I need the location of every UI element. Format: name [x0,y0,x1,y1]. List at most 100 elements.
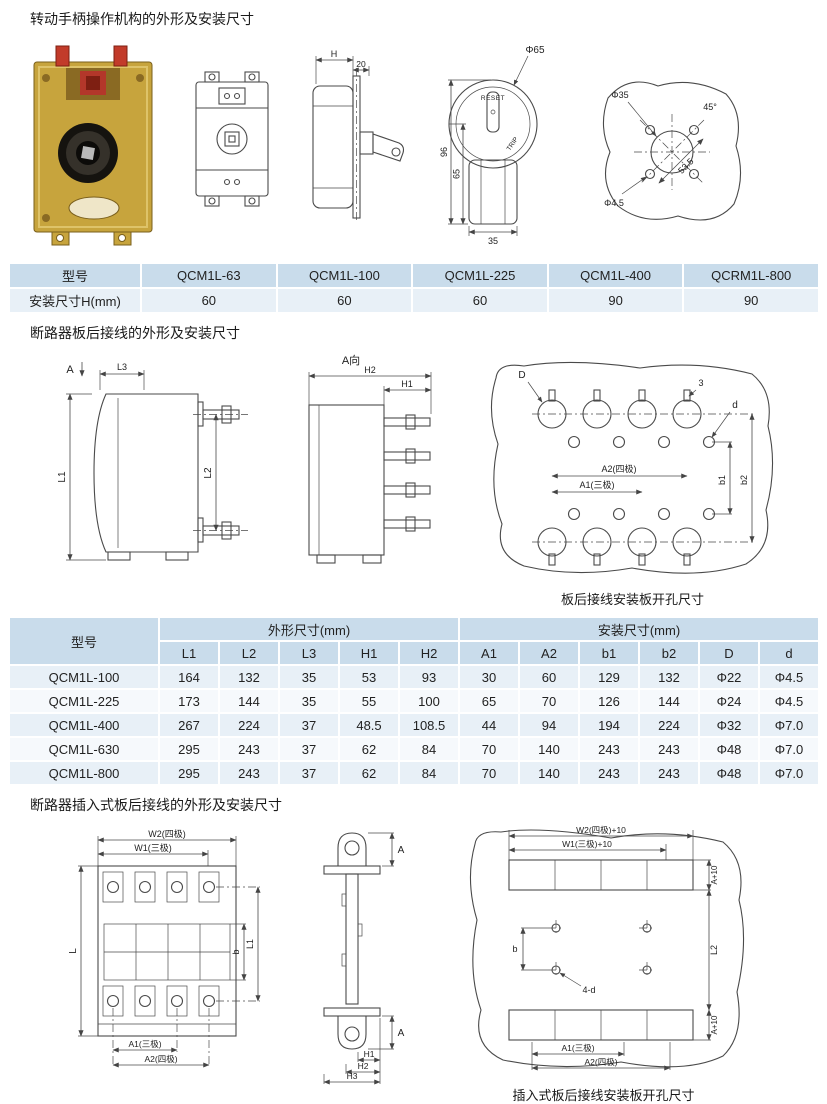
dim-label-A-plus10-top: A+10 [710,865,719,884]
table-row: 型号 外形尺寸(mm) 安装尺寸(mm) [8,616,820,666]
dim-label-65: 65 [452,169,462,179]
table-header-cell: A2 [518,640,580,666]
table-cell: 62 [338,760,400,786]
table-cell: 35 [278,688,340,714]
table-cell: Φ7.0 [758,760,820,786]
table-cell: 37 [278,760,340,786]
dim-label-3: 3 [698,378,703,388]
table-row: QCM1L-225 173 144 35 55 100 65 70 126 14… [8,688,820,714]
table-cell: 60 [140,287,278,314]
table-cell: 132 [638,664,700,690]
table-header-cell: QCM1L-100 [275,262,414,289]
table-cell: QCM1L-630 [8,736,160,762]
table-cell: 140 [518,736,580,762]
dim-label-W2-plus10: W2(四极)+10 [576,825,626,835]
table-cell: Φ4.5 [758,688,820,714]
table-row: QCM1L-400 267 224 37 48.5 108.5 44 94 19… [8,712,820,738]
dim-label-A1: A1(三极) [128,1039,161,1049]
table-row: L1 L2 L3 H1 H2 A1 A2 b1 b2 D d [9,640,820,666]
table-cell: 243 [638,760,700,786]
dim-label-W1: W1(三极) [134,842,172,853]
dim-label-b1: b1 [717,475,727,485]
section3-drawings: W2(四极) W1(三极) L b L1 A1(三极) A2(四极) [0,818,827,1104]
table-cell: 60 [518,664,580,690]
plugin-front-view-drawing: W2(四极) W1(三极) L b L1 A1(三极) A2(四极) [68,828,261,1068]
handle-mechanism-table: 型号 QCM1L-63 QCM1L-100 QCM1L-225 QCM1L-40… [8,262,820,314]
dim-label-D: D [518,370,525,381]
rear-view-outline [308,372,432,564]
handle-mechanism-photo [33,45,153,246]
side-view-outline [312,56,405,222]
table-header-cell: 型号 [8,616,160,666]
section2-title: 断路器板后接线的外形及安装尺寸 [30,325,240,341]
plugin-template-block: W2(四极)+10 W1(三极)+10 A+10 b 4-d L2 A+10 A… [461,820,746,1104]
section-label-A: A [66,364,74,376]
table-cell: 84 [398,760,460,786]
table-row: 安装尺寸H(mm) 60 60 60 90 90 [8,287,820,314]
handle-face-view-drawing: Φ65 RESET TRIP 96 65 35 [439,45,545,246]
dim-label-A1: A1(三极) [561,1043,594,1053]
table-cell: Φ48 [698,736,760,762]
view-label-A: A向 [342,353,360,367]
dim-label-W1-plus10: W1(三极)+10 [562,839,612,849]
dim-label-phi65: Φ65 [525,45,545,56]
table-cell: Φ22 [698,664,760,690]
table-header-cell: H1 [338,640,400,666]
dim-label-H3: H3 [347,1071,358,1081]
table-cell: 224 [638,712,700,738]
template-outline [469,829,745,1071]
table-cell: 100 [398,688,460,714]
dim-label-A2: A2(四极) [584,1057,617,1067]
table-cell: 84 [398,736,460,762]
dim-label-A1: A1(三极) [579,479,614,490]
label-reset: RESET [481,95,505,102]
table-cell: Φ7.0 [758,712,820,738]
dimensions-table: 型号 外形尺寸(mm) 安装尺寸(mm) L1 L2 L3 H1 H2 A1 A… [8,616,820,786]
table-cell: 194 [578,712,640,738]
rear-wiring-side-view-drawing: A L3 L1 L2 [57,362,248,561]
side-view-outline [323,832,395,1085]
table-cell: 53 [338,664,400,690]
mechanism-side-view-drawing: H 20 [312,49,405,222]
table-cell: Φ7.0 [758,736,820,762]
table-row: QCM1L-800 295 243 37 62 84 70 140 243 24… [8,760,820,786]
table-cell: 62 [338,736,400,762]
table-header-cell: d [758,640,820,666]
table-cell: 224 [218,712,280,738]
table-cell: 126 [578,688,640,714]
dim-label-L2: L2 [709,945,719,955]
table-cell: Φ24 [698,688,760,714]
table-cell: 37 [278,736,340,762]
table-cell: 140 [518,760,580,786]
dim-label-b: b [512,944,517,954]
table-cell: Φ4.5 [758,664,820,690]
table-cell: 70 [458,736,520,762]
table-header-cell: QCM1L-225 [411,262,549,289]
dim-label-20: 20 [356,59,366,69]
table-row: 型号 QCM1L-63 QCM1L-100 QCM1L-225 QCM1L-40… [8,262,820,289]
table-cell: 129 [578,664,640,690]
table-cell: 48.5 [338,712,400,738]
table-cell: 243 [218,736,280,762]
table-cell: QCM1L-800 [8,760,160,786]
table-cell: 267 [158,712,220,738]
plugin-side-view-drawing: A A H1 H2 H3 [323,832,405,1085]
section3-title: 断路器插入式板后接线的外形及安装尺寸 [30,797,282,813]
table-cell: 144 [218,688,280,714]
table-cell: 60 [411,287,549,314]
table-header-cell: L3 [278,640,340,666]
table-header-cell: QCRM1L-800 [682,262,820,289]
label-trip: TRIP [506,136,520,152]
table-row: QCM1L-630 295 243 37 62 84 70 140 243 24… [8,736,820,762]
table-cell: 243 [218,760,280,786]
table-cell: 35 [278,664,340,690]
handle-face-outline [448,55,538,236]
table-cell: 243 [578,736,640,762]
table-cell: 108.5 [398,712,460,738]
dim-label-4-d: 4-d [582,985,595,995]
table-cell: 243 [638,736,700,762]
table-cell: 90 [546,287,685,314]
table-header-cell: 外形尺寸(mm) [158,616,460,642]
table-header-cell: L1 [158,640,220,666]
